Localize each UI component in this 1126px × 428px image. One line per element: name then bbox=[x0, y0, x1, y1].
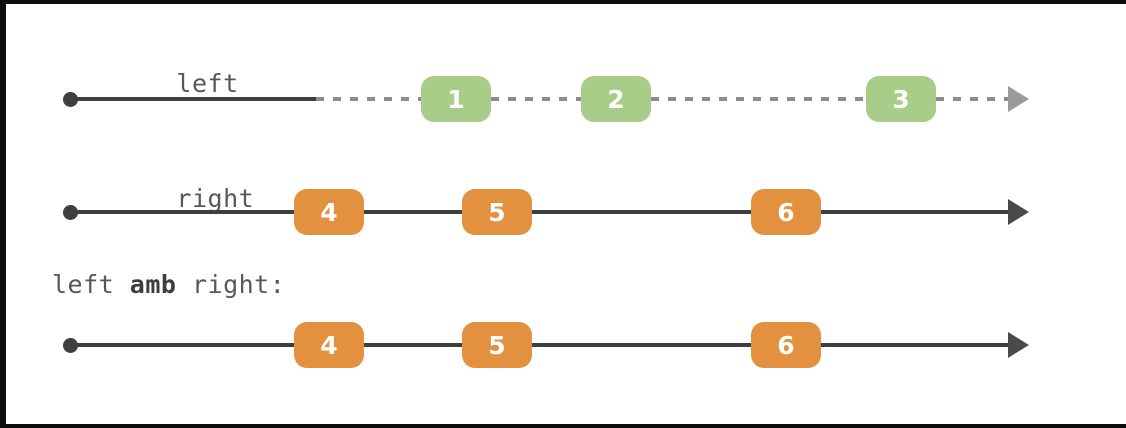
marble-result-5[interactable]: 5 bbox=[462, 322, 532, 368]
timeline-dashed-segment-left-b bbox=[491, 97, 581, 101]
marble-left-3-value: 3 bbox=[892, 84, 910, 114]
frame-left-edge bbox=[0, 0, 6, 428]
marble-left-2-value: 2 bbox=[607, 84, 625, 114]
timeline-label-left-text: left bbox=[176, 69, 239, 98]
marble-right-4[interactable]: 4 bbox=[294, 189, 364, 235]
timeline-solid-segment-right-a bbox=[72, 210, 294, 214]
timeline-solid-segment-right-d bbox=[821, 210, 1010, 214]
timeline-arrowhead-left bbox=[1008, 86, 1029, 112]
marble-left-3[interactable]: 3 bbox=[866, 76, 936, 122]
timeline-solid-segment-result-d bbox=[821, 343, 1010, 347]
timeline-label-left: left bbox=[52, 40, 239, 127]
timeline-label-right-text: right bbox=[176, 184, 255, 213]
timeline-solid-segment-result-a bbox=[72, 343, 294, 347]
marble-left-1[interactable]: 1 bbox=[421, 76, 491, 122]
timeline-solid-segment-result-c bbox=[532, 343, 751, 347]
timeline-start-dot-result bbox=[63, 338, 78, 353]
timeline-label-result: left amb right: bbox=[52, 270, 285, 328]
timeline-solid-segment-left bbox=[72, 97, 316, 101]
timeline-solid-segment-right-c bbox=[532, 210, 751, 214]
marble-result-6-value: 6 bbox=[777, 330, 795, 360]
timeline-dashed-segment-left-a bbox=[316, 97, 421, 101]
marble-result-5-value: 5 bbox=[488, 330, 506, 360]
marble-result-6[interactable]: 6 bbox=[751, 322, 821, 368]
frame-bottom-edge bbox=[0, 424, 1126, 428]
frame-top-edge bbox=[0, 0, 1126, 4]
timeline-start-dot-right bbox=[63, 205, 78, 220]
marble-right-6[interactable]: 6 bbox=[751, 189, 821, 235]
timeline-label-result-suffix: right: bbox=[176, 270, 286, 299]
timeline-label-result-prefix: left bbox=[52, 270, 130, 299]
timeline-label-result-operator: amb bbox=[129, 270, 177, 299]
timeline-dashed-segment-left-d bbox=[936, 97, 1008, 101]
diagram-page: left 1 2 3 right bbox=[6, 4, 1126, 424]
timeline-start-dot-left bbox=[63, 92, 78, 107]
marble-result-4-value: 4 bbox=[320, 330, 338, 360]
marble-left-1-value: 1 bbox=[447, 84, 465, 114]
marble-right-4-value: 4 bbox=[320, 197, 338, 227]
timeline-arrowhead-result bbox=[1008, 332, 1029, 358]
marble-left-2[interactable]: 2 bbox=[581, 76, 651, 122]
marble-right-6-value: 6 bbox=[777, 197, 795, 227]
timeline-label-right: right bbox=[52, 155, 254, 242]
timeline-arrowhead-right bbox=[1008, 199, 1029, 225]
timeline-dashed-segment-left-c bbox=[651, 97, 866, 101]
timeline-solid-segment-result-b bbox=[364, 343, 462, 347]
marble-right-5[interactable]: 5 bbox=[462, 189, 532, 235]
marble-right-5-value: 5 bbox=[488, 197, 506, 227]
marble-result-4[interactable]: 4 bbox=[294, 322, 364, 368]
timeline-solid-segment-right-b bbox=[364, 210, 462, 214]
